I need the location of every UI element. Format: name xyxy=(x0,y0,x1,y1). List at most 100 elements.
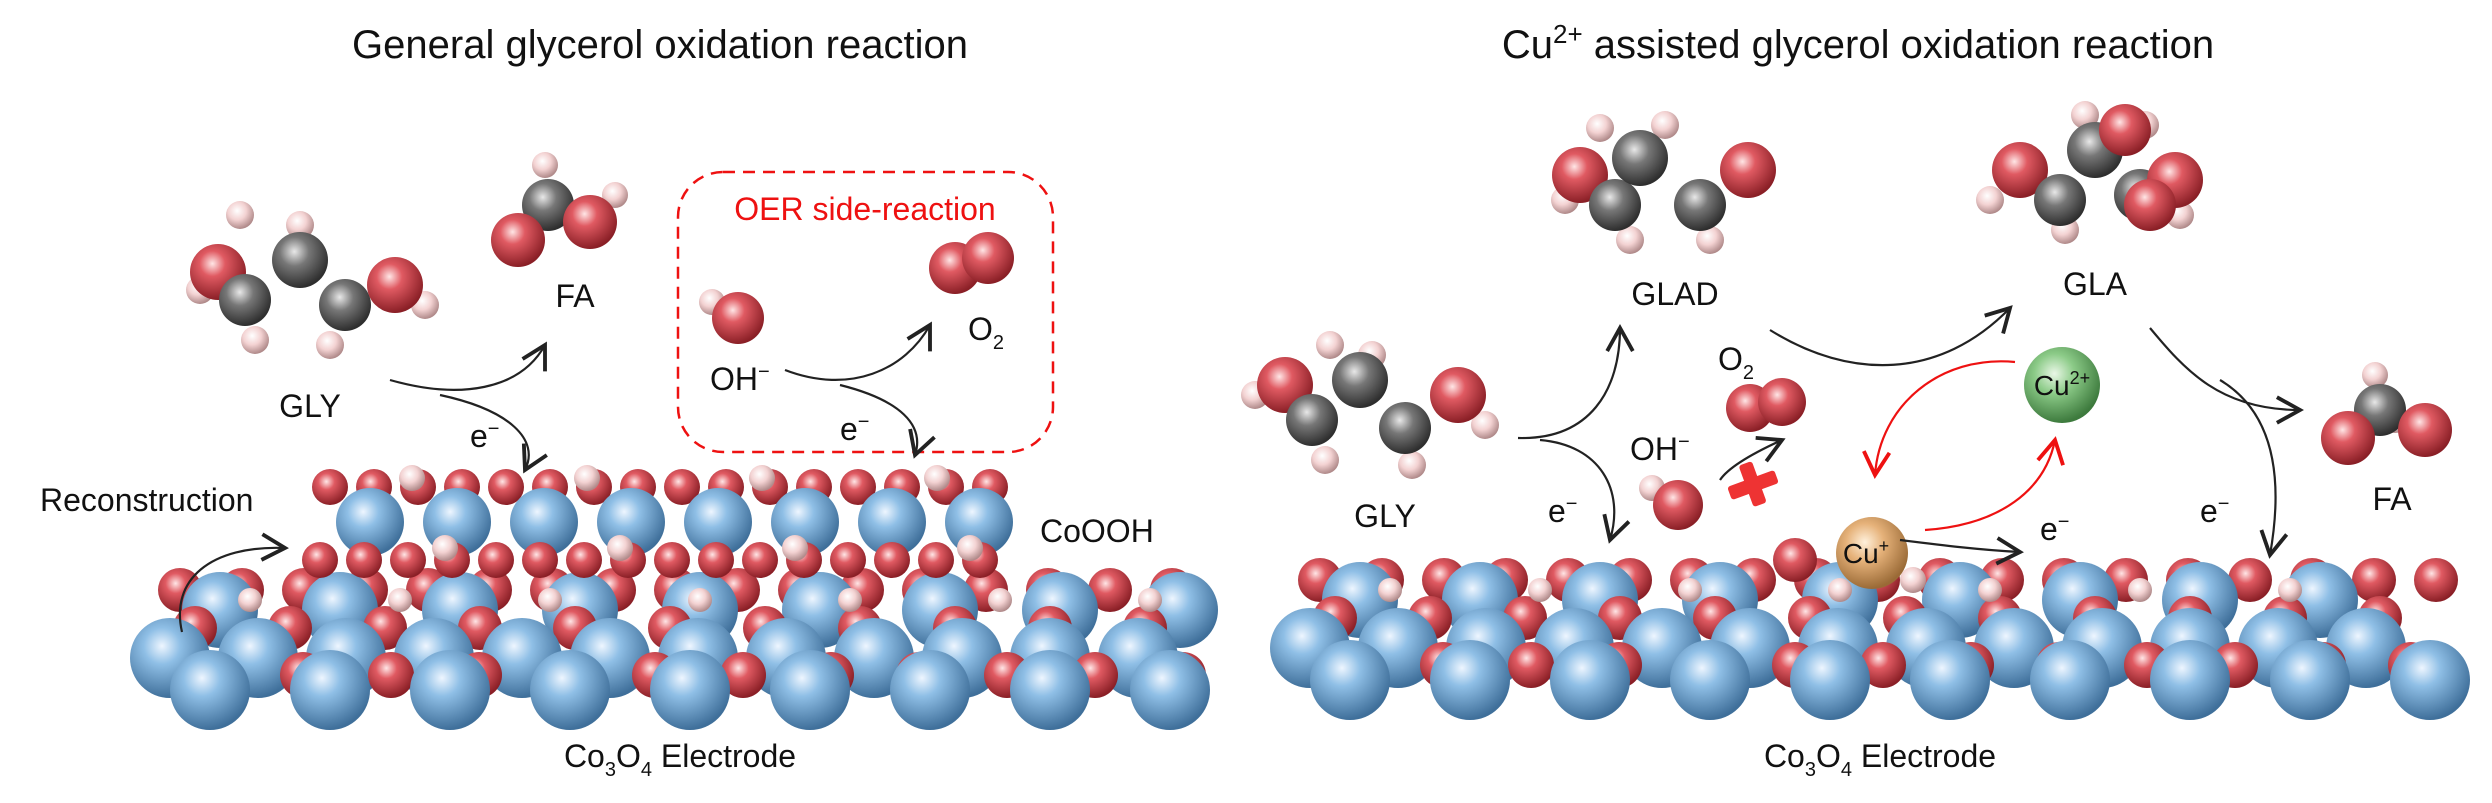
hydrogen-atom xyxy=(688,588,712,612)
hydrogen-atom xyxy=(1678,578,1702,602)
cu1-electron-arrow xyxy=(1899,536,2024,566)
oxygen-atom xyxy=(312,469,348,505)
left-cooh-layer xyxy=(302,465,1013,578)
cobalt-atom xyxy=(2150,640,2230,720)
cu2-ion xyxy=(2024,347,2100,423)
cobalt-atom xyxy=(410,650,490,730)
right-gly-electron-arrow xyxy=(1539,438,1631,544)
left-oh-label: OH− xyxy=(710,361,770,397)
left-electron-label: e− xyxy=(470,418,499,454)
glad-label: GLAD xyxy=(1631,276,1718,312)
cobalt-atom xyxy=(770,650,850,730)
cobalt-atom xyxy=(170,650,250,730)
cobalt-atom xyxy=(2390,640,2470,720)
cu2-to-cu1-arrow xyxy=(1862,360,2016,479)
hydrogen-atom xyxy=(538,588,562,612)
hydrogen-atom xyxy=(399,465,425,491)
right-fa-molecule xyxy=(2321,362,2452,465)
oer-electron-label: e− xyxy=(840,411,869,447)
oxygen-atom xyxy=(720,652,766,698)
oxygen-atom xyxy=(830,542,866,578)
right-oh-label: OH− xyxy=(1630,431,1690,467)
left-title: General glycerol oxidation reaction xyxy=(352,23,968,67)
left-fa-label: FA xyxy=(555,278,595,314)
hydrogen-atom xyxy=(988,588,1012,612)
hydrogen-atom xyxy=(957,535,983,561)
cobalt-atom xyxy=(530,650,610,730)
cobalt-atom xyxy=(890,650,970,730)
right-gly-label: GLY xyxy=(1354,498,1416,534)
gla-electron-arrow xyxy=(2219,379,2289,559)
left-gly-to-fa-arrow xyxy=(389,341,547,391)
cobalt-atom xyxy=(290,650,370,730)
oxygen-atom xyxy=(698,542,734,578)
hydrogen-atom xyxy=(2278,578,2302,602)
left-oh-molecule xyxy=(699,289,764,344)
left-co3o4-electrode xyxy=(130,568,1218,730)
cu1-to-cu2-arrow xyxy=(1924,436,2065,532)
right-oh-molecule xyxy=(1639,475,1703,530)
cobalt-atom xyxy=(1010,650,1090,730)
cobalt-atom xyxy=(684,488,752,556)
cobalt-atom xyxy=(336,488,404,556)
oxygen-atom xyxy=(1508,642,1554,688)
hydrogen-atom xyxy=(388,588,412,612)
oxygen-atom xyxy=(488,469,524,505)
hydrogen-atom xyxy=(1378,578,1402,602)
cobalt-atom xyxy=(650,650,730,730)
left-gly-label: GLY xyxy=(279,388,341,424)
hydrogen-atom xyxy=(574,465,600,491)
oxygen-atom xyxy=(368,652,414,698)
oxygen-atom xyxy=(742,542,778,578)
gly-to-glad-arrow xyxy=(1517,324,1635,440)
oxygen-atom xyxy=(664,469,700,505)
cobalt-atom xyxy=(1670,640,1750,720)
right-o2-label: O2 xyxy=(1718,341,1754,384)
reconstruction-label: Reconstruction xyxy=(40,482,253,518)
right-fa-label: FA xyxy=(2372,481,2412,517)
right-gly-molecule xyxy=(1241,331,1499,479)
left-o2-molecule xyxy=(929,232,1014,294)
hydrogen-atom xyxy=(238,588,262,612)
oer-title: OER side-reaction xyxy=(734,191,995,227)
cobalt-atom xyxy=(1310,640,1390,720)
glad-molecule xyxy=(1551,111,1776,254)
glad-to-gla-arrow xyxy=(1769,305,2013,367)
left-electron-arrow xyxy=(439,393,548,474)
hydrogen-atom xyxy=(838,588,862,612)
hydrogen-atom xyxy=(749,465,775,491)
right-title: Cu2+ assisted glycerol oxidation reactio… xyxy=(1502,19,2214,67)
hydrogen-atom xyxy=(1828,578,1852,602)
left-fa-molecule xyxy=(491,152,628,267)
cooh-label: CoOOH xyxy=(1040,513,1154,549)
oxygen-atom xyxy=(918,542,954,578)
hydrogen-atom xyxy=(782,535,808,561)
oxygen-atom xyxy=(840,469,876,505)
right-o2-molecule xyxy=(1726,378,1806,432)
oxygen-atom xyxy=(1860,642,1906,688)
cu1-ion xyxy=(1836,517,1908,589)
cobalt-atom xyxy=(1910,640,1990,720)
blocked-oer-cross xyxy=(1727,461,1779,507)
right-electrode-label: Co3O4 Electrode xyxy=(1764,738,1996,781)
gla-to-fa-arrow xyxy=(2149,327,2304,425)
hydrogen-atom xyxy=(432,535,458,561)
cu2-label: Cu2+ xyxy=(2034,368,2090,401)
gla-electron-label: e− xyxy=(2200,493,2229,529)
cobalt-atom xyxy=(2270,640,2350,720)
cu1-label: Cu+ xyxy=(1843,536,1889,569)
gla-label: GLA xyxy=(2063,266,2128,302)
cobalt-atom xyxy=(1550,640,1630,720)
left-gly-molecule xyxy=(186,201,439,359)
oxygen-atom xyxy=(522,542,558,578)
oer-side-reaction-box xyxy=(676,170,1055,454)
oxygen-atom xyxy=(654,542,690,578)
oxygen-atom xyxy=(566,542,602,578)
right-gly-electron-label: e− xyxy=(1548,493,1577,529)
cobalt-atom xyxy=(858,488,926,556)
reconstruction-arrow xyxy=(178,532,289,633)
oxygen-atom xyxy=(302,542,338,578)
hydrogen-atom xyxy=(1528,578,1552,602)
oxygen-atom xyxy=(2414,558,2458,602)
